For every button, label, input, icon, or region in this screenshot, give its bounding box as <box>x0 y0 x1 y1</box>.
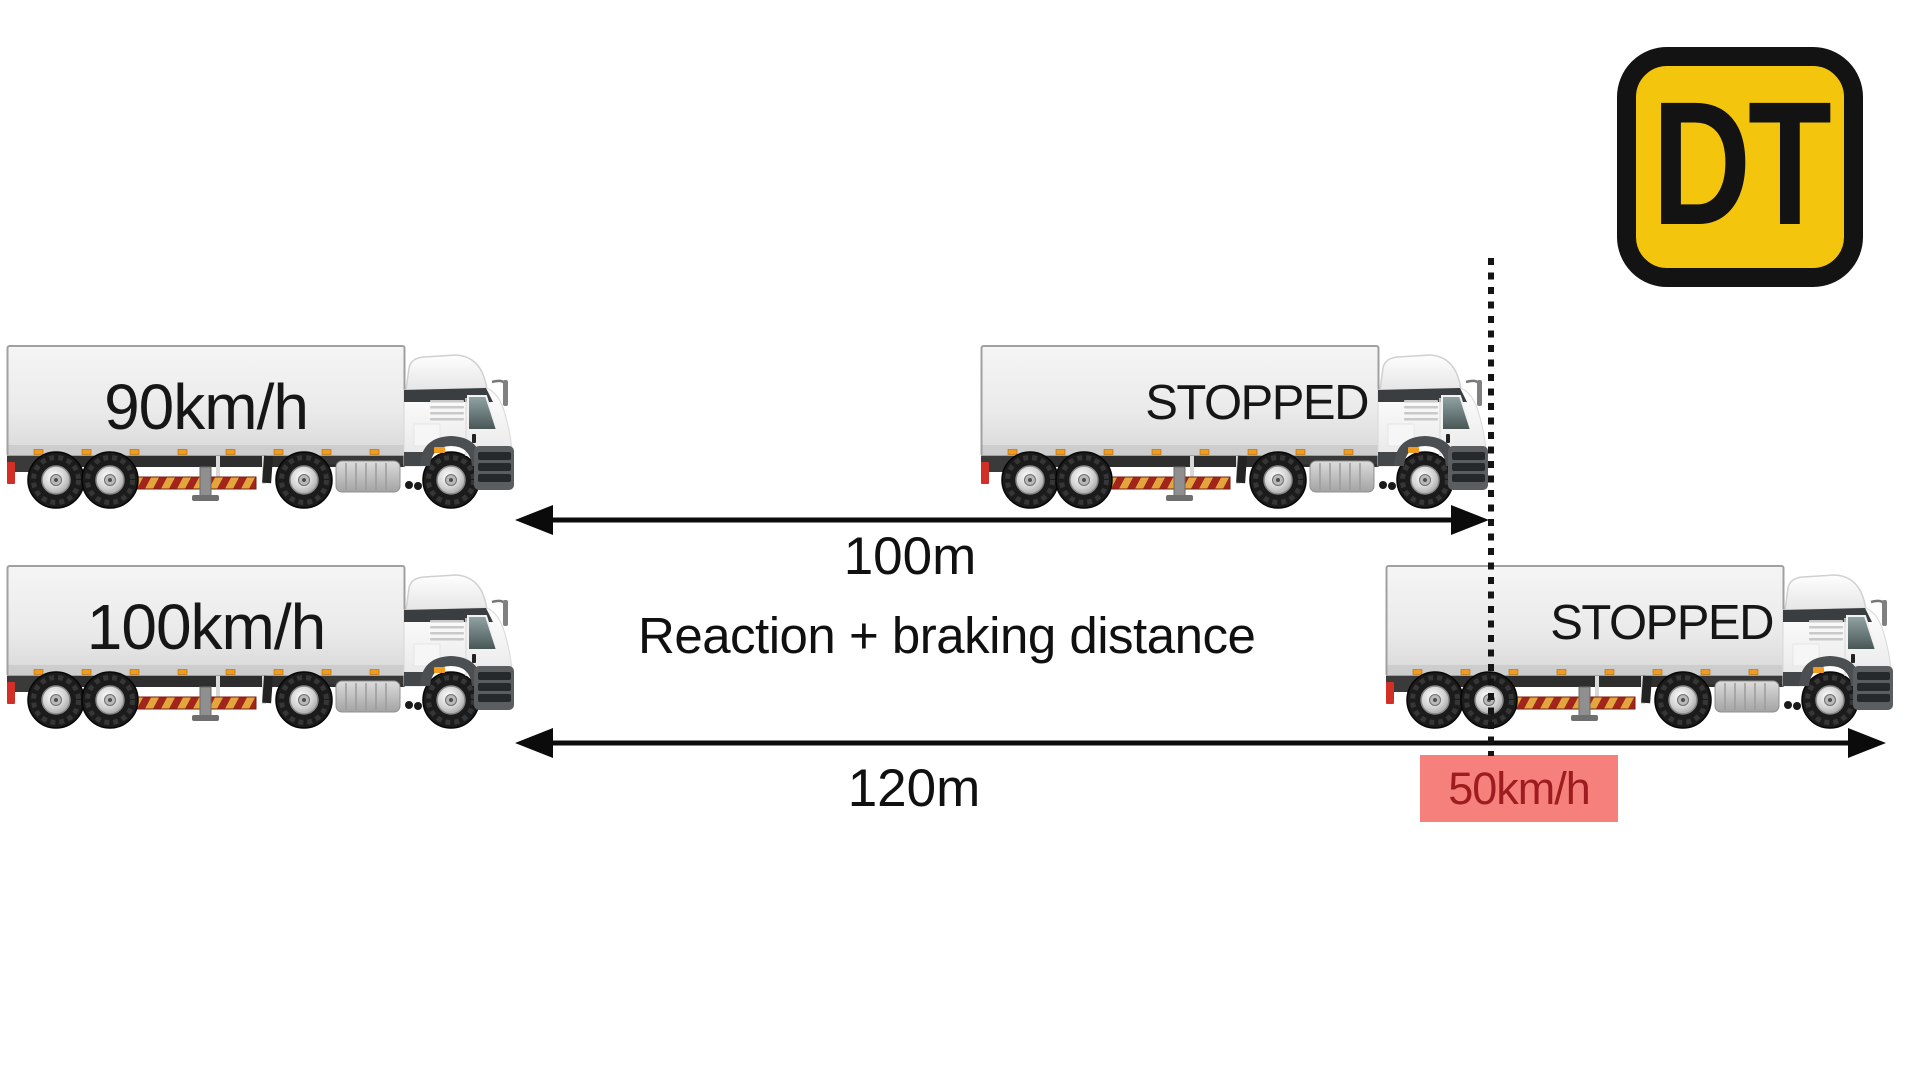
stopped-label-top: STOPPED <box>1145 376 1369 430</box>
impact-speed-badge: 50km/h <box>1420 755 1618 822</box>
distance-value-100m: 100m <box>843 527 977 586</box>
caption-reaction-braking: Reaction + braking distance <box>638 607 1256 664</box>
stopped-label-bottom: STOPPED <box>1550 596 1774 650</box>
stopping-point-dotted-line <box>1488 258 1494 756</box>
speed-label-100: 100km/h <box>86 591 326 663</box>
dt-logo-text: DT <box>1651 66 1832 262</box>
dt-logo: DT <box>1617 47 1863 287</box>
distance-arrow-100m <box>515 505 1489 535</box>
speed-label-90: 90km/h <box>104 371 309 443</box>
distance-arrow-120m <box>515 728 1886 758</box>
distance-value-120m: 120m <box>847 759 981 818</box>
